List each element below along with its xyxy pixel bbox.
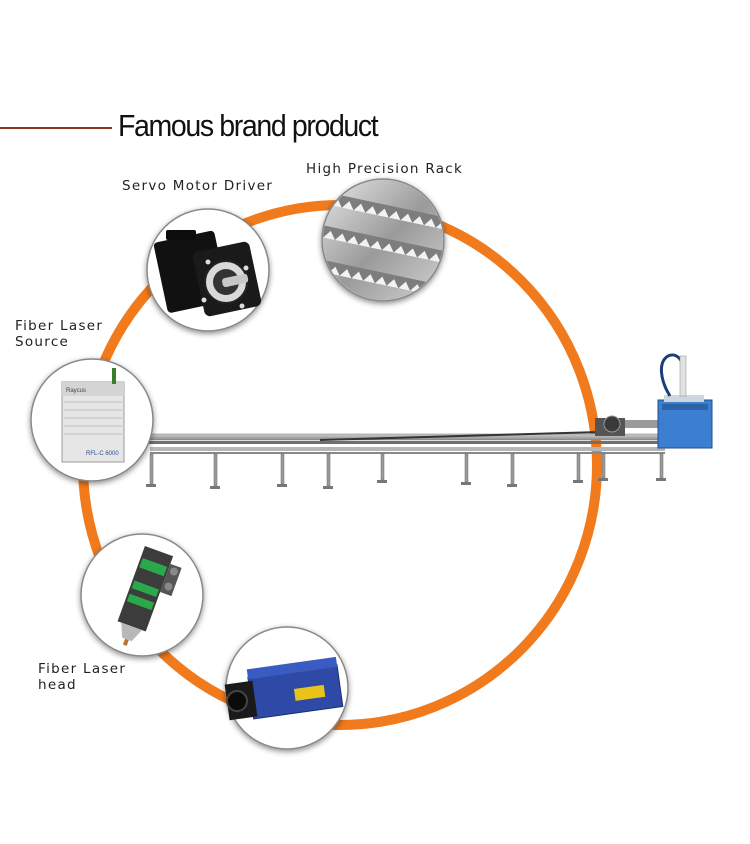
svg-text:Raycus: Raycus <box>66 388 86 394</box>
servo-motor-image <box>146 208 270 332</box>
title-accent-line <box>0 127 112 129</box>
svg-text:RFL-C 6000: RFL-C 6000 <box>86 451 119 457</box>
gear-rack-image <box>321 178 445 302</box>
label-fiber-laser-source: Fiber Laser Source <box>15 318 104 350</box>
laser-source-image: Raycus RFL-C 6000 <box>30 358 154 482</box>
label-servo-motor-driver: Servo Motor Driver <box>122 178 274 194</box>
laser-sensor-image <box>224 626 349 750</box>
tube-laser-machine <box>144 353 713 489</box>
laser-head-image <box>80 533 204 657</box>
label-fiber-laser-head: Fiber Laser head <box>38 661 127 693</box>
label-high-precision-rack: High Precision Rack <box>306 161 464 177</box>
page-title: Famous brand product <box>118 108 379 143</box>
